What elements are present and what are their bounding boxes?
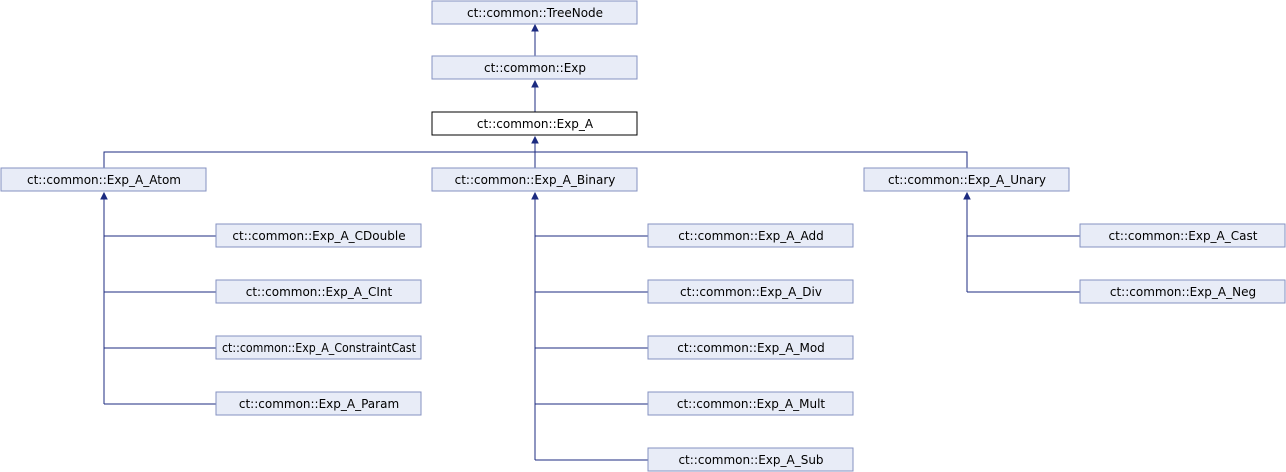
- class-node-label: ct::common::Exp_A_Neg: [1110, 285, 1256, 299]
- arrowhead-exp: [531, 79, 539, 88]
- class-node-exp[interactable]: ct::common::Exp: [431, 55, 638, 80]
- class-node-label: ct::common::Exp_A_Sub: [678, 453, 823, 467]
- class-node-exp-a-binary[interactable]: ct::common::Exp_A_Binary: [431, 167, 638, 192]
- class-node-label: ct::common::Exp_A_Mult: [677, 397, 826, 411]
- class-node-label: ct::common::Exp_A_Cast: [1109, 229, 1258, 243]
- class-node-label: ct::common::Exp_A_Div: [680, 285, 822, 299]
- class-node-exp-a-cast[interactable]: ct::common::Exp_A_Cast: [1079, 223, 1286, 248]
- class-node-label: ct::common::Exp_A_CDouble: [232, 229, 405, 243]
- arrowhead-treenode: [531, 23, 539, 32]
- class-node-exp-a: ct::common::Exp_A: [431, 111, 638, 136]
- arrowhead-unary: [963, 191, 971, 200]
- class-node-label: ct::common::Exp_A_Mod: [677, 341, 825, 355]
- class-node-label: ct::common::Exp_A_Add: [678, 229, 823, 243]
- class-node-label: ct::common::Exp_A: [477, 117, 594, 131]
- class-node-label: ct::common::Exp_A_Atom: [27, 173, 181, 187]
- arrowhead-exp-a: [531, 135, 539, 144]
- class-node-label: ct::common::Exp: [484, 61, 586, 75]
- class-node-exp-a-param[interactable]: ct::common::Exp_A_Param: [215, 391, 422, 416]
- edges: [100, 23, 1080, 461]
- class-node-label: ct::common::Exp_A_Param: [239, 397, 399, 411]
- class-node-exp-a-neg[interactable]: ct::common::Exp_A_Neg: [1079, 279, 1286, 304]
- class-node-exp-a-sub[interactable]: ct::common::Exp_A_Sub: [647, 447, 854, 472]
- class-node-label: ct::common::Exp_A_ConstraintCast: [222, 341, 416, 355]
- class-node-label: ct::common::Exp_A_CInt: [246, 285, 393, 299]
- class-node-exp-a-cint[interactable]: ct::common::Exp_A_CInt: [215, 279, 422, 304]
- class-node-label: ct::common::TreeNode: [467, 6, 603, 20]
- class-node-exp-a-cdouble[interactable]: ct::common::Exp_A_CDouble: [215, 223, 422, 248]
- class-node-exp-a-mult[interactable]: ct::common::Exp_A_Mult: [647, 391, 854, 416]
- class-node-exp-a-unary[interactable]: ct::common::Exp_A_Unary: [863, 167, 1070, 192]
- class-node-exp-a-div[interactable]: ct::common::Exp_A_Div: [647, 279, 854, 304]
- class-node-exp-a-mod[interactable]: ct::common::Exp_A_Mod: [647, 335, 854, 360]
- arrowhead-atom: [100, 191, 108, 200]
- class-node-exp-a-add[interactable]: ct::common::Exp_A_Add: [647, 223, 854, 248]
- edge-atom-to-exp-a: [103, 151, 968, 168]
- class-node-label: ct::common::Exp_A_Binary: [455, 173, 616, 187]
- class-node-treenode[interactable]: ct::common::TreeNode: [431, 0, 638, 25]
- class-node-exp-a-atom[interactable]: ct::common::Exp_A_Atom: [0, 167, 207, 192]
- class-node-exp-a-constraintcast[interactable]: ct::common::Exp_A_ConstraintCast: [215, 335, 422, 360]
- class-node-label: ct::common::Exp_A_Unary: [888, 173, 1046, 187]
- arrowhead-binary: [531, 191, 539, 200]
